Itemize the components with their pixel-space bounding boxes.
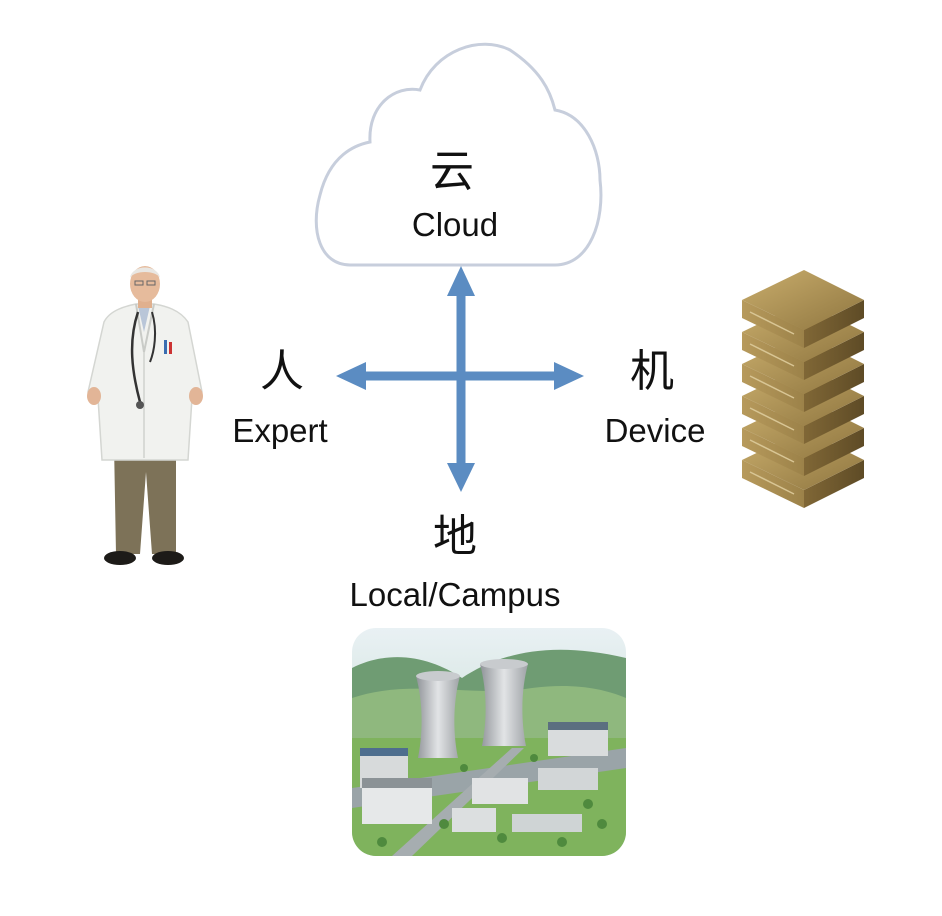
cloud-label-en: Cloud [411,206,499,243]
device-label-en: Device [604,412,706,449]
power-plant-image [352,628,626,856]
cloud-icon [314,42,603,267]
device-label-cn: 机 [630,346,674,397]
arrow-head-down [447,463,475,492]
server-rack-icon [742,270,864,508]
cloud-label-cn: 云 [430,146,474,197]
doctor-figure-icon [87,266,203,565]
local-label-en: Local/Campus [349,576,561,613]
expert-label-en: Expert [232,412,328,449]
arrow-head-left [336,362,366,390]
arrow-head-right [554,362,584,390]
arrow-head-up [447,266,475,296]
local-label-cn: 地 [433,511,477,562]
expert-label-cn: 人 [260,346,304,397]
